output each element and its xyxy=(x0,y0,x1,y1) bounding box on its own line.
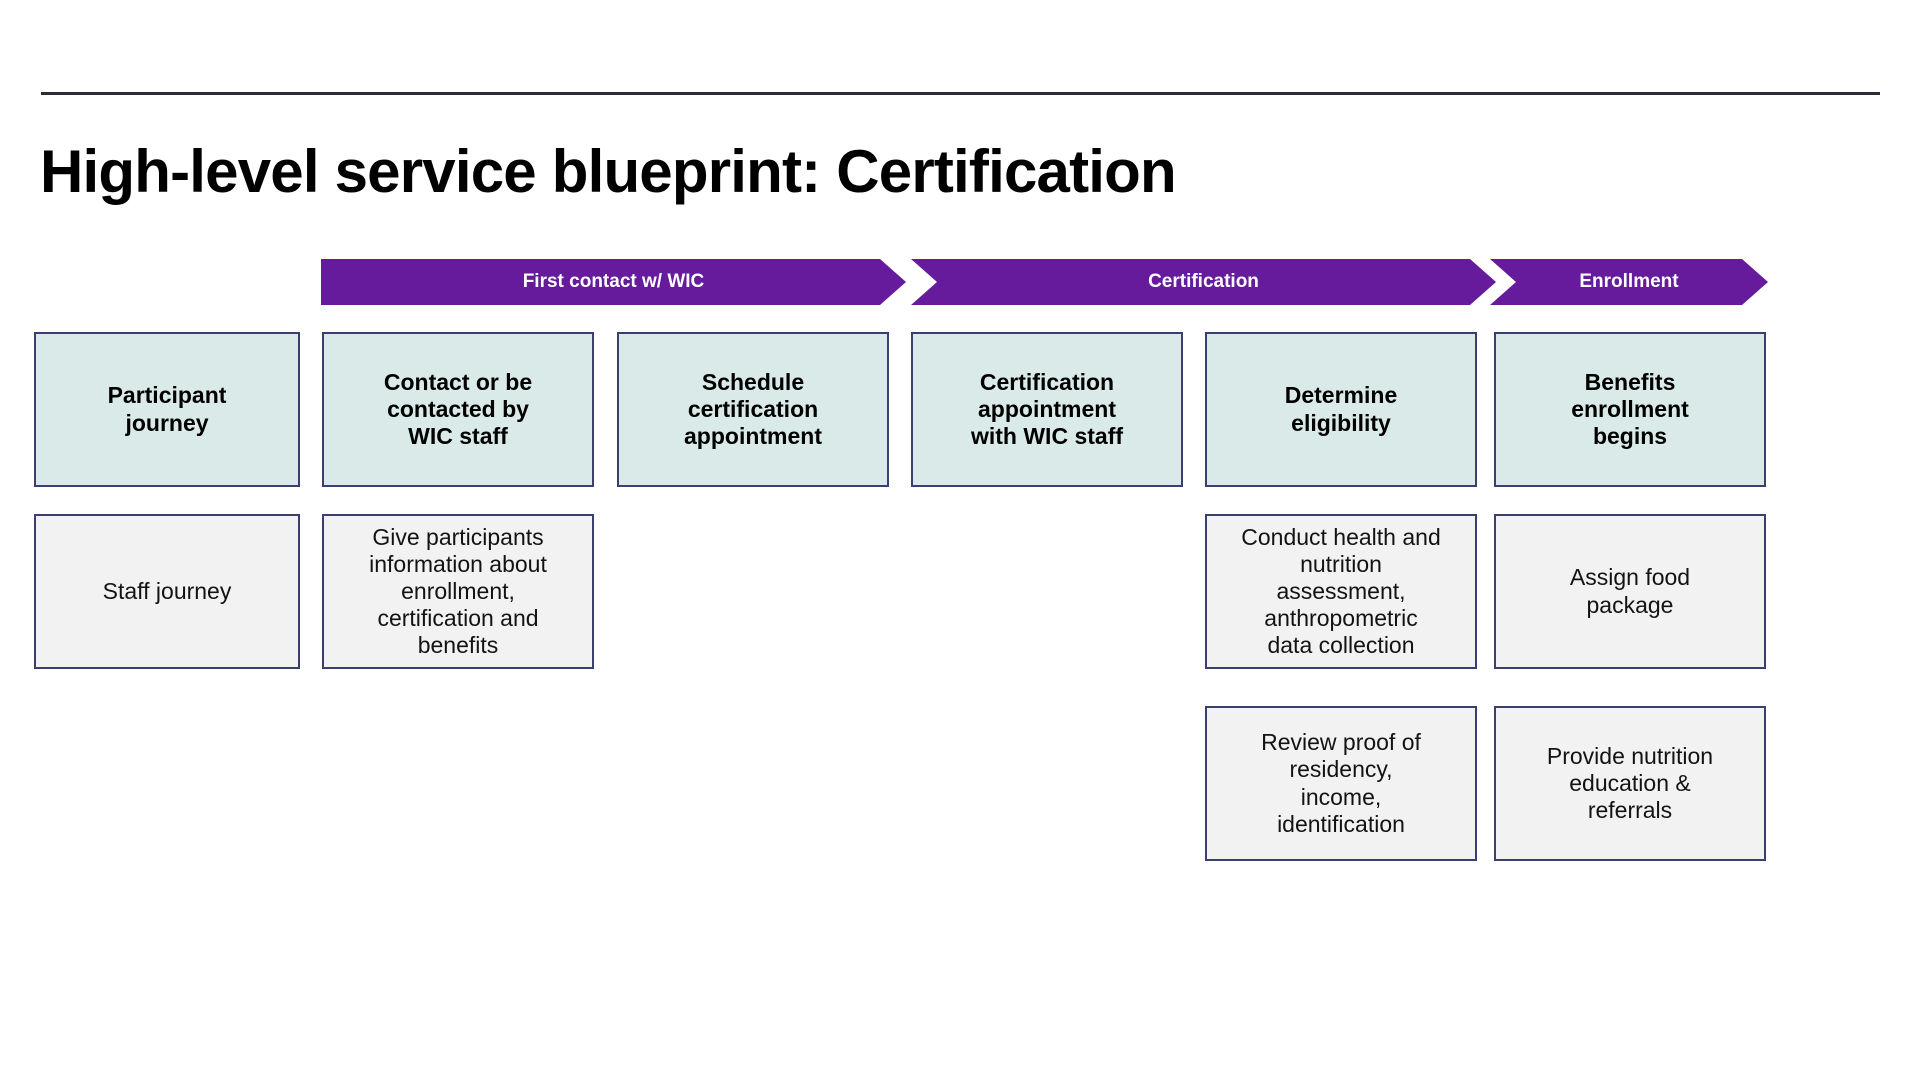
phase-banner-row: First contact w/ WIC Certification Enrollm… xyxy=(0,259,1914,305)
phase-banner-label: First contact w/ WIC xyxy=(522,271,705,292)
row-label-staff-journey: Staff journey xyxy=(34,514,300,669)
phase-banner-2: Certification xyxy=(911,259,1496,305)
header-divider xyxy=(41,92,1880,95)
box-label: Give participants information about enro… xyxy=(369,523,547,659)
box-label: Determine eligibility xyxy=(1284,382,1398,436)
box-label: Assign food package xyxy=(1569,564,1691,618)
box-label: Provide nutrition education & referrals xyxy=(1546,742,1714,824)
phase-banner-1: First contact w/ WIC xyxy=(321,259,906,305)
box-label: Benefits enrollment begins xyxy=(1571,368,1689,450)
box-label: Schedule certification appointment xyxy=(684,368,822,450)
box-label: Review proof of residency, income, ident… xyxy=(1261,729,1421,837)
staff-journey-step-4: Conduct health and nutrition assessment,… xyxy=(1205,514,1477,669)
staff-journey-secondary-step-5: Provide nutrition education & referrals xyxy=(1494,706,1766,861)
page-title: High-level service blueprint: Certificat… xyxy=(40,138,1177,205)
box-label: Contact or be contacted by WIC staff xyxy=(383,368,533,450)
row-label-participant-journey: Participant journey xyxy=(34,332,300,487)
participant-journey-step-3: Certification appointment with WIC staff xyxy=(911,332,1183,487)
participant-journey-step-1: Contact or be contacted by WIC staff xyxy=(322,332,594,487)
box-label: Conduct health and nutrition assessment,… xyxy=(1241,523,1441,659)
staff-journey-step-1: Give participants information about enro… xyxy=(322,514,594,669)
staff-journey-step-5: Assign food package xyxy=(1494,514,1766,669)
box-label: Participant journey xyxy=(107,382,227,436)
phase-banner-label: Certification xyxy=(1148,271,1259,292)
participant-journey-step-4: Determine eligibility xyxy=(1205,332,1477,487)
box-label: Staff journey xyxy=(102,577,232,604)
participant-journey-step-2: Schedule certification appointment xyxy=(617,332,889,487)
participant-journey-step-5: Benefits enrollment begins xyxy=(1494,332,1766,487)
box-label: Certification appointment with WIC staff xyxy=(970,368,1124,450)
staff-journey-secondary-step-4: Review proof of residency, income, ident… xyxy=(1205,706,1477,861)
phase-banner-label: Enrollment xyxy=(1579,271,1679,292)
phase-banner-3: Enrollment xyxy=(1490,259,1768,305)
